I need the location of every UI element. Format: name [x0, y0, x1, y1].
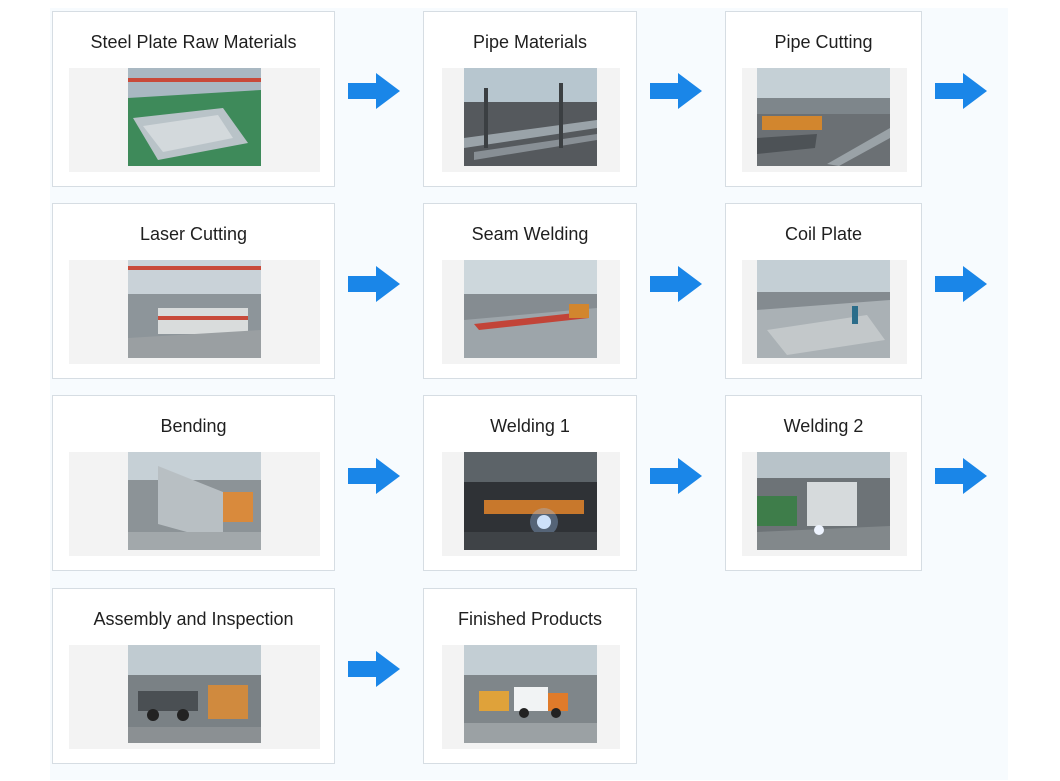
arrow-right-icon: [348, 71, 400, 111]
coil-plate-photo: [757, 260, 890, 358]
photo-frame: [742, 452, 907, 556]
laser-cutting-photo: [128, 260, 261, 358]
arrow-right-icon: [935, 71, 987, 111]
step-title: Seam Welding: [471, 224, 589, 244]
step-title: Pipe Cutting: [774, 32, 873, 52]
arrow-right-icon: [348, 456, 400, 496]
photo-frame: [442, 68, 620, 172]
step-card-pipe-materials: Pipe Materials: [423, 11, 637, 187]
photo-frame: [69, 260, 320, 364]
step-title: Pipe Materials: [472, 32, 588, 52]
arrow-right-icon: [348, 649, 400, 689]
step-title: Welding 2: [783, 416, 864, 436]
photo-frame: [742, 68, 907, 172]
photo-frame: [742, 260, 907, 364]
step-title: Assembly and Inspection: [93, 609, 294, 629]
step-title: Finished Products: [457, 609, 603, 629]
step-card-bending: Bending: [52, 395, 335, 571]
step-card-welding-1: Welding 1: [423, 395, 637, 571]
welding-1-photo: [464, 452, 597, 550]
arrow-right-icon: [650, 264, 702, 304]
photo-frame: [442, 260, 620, 364]
step-card-coil-plate: Coil Plate: [725, 203, 922, 379]
step-title: Welding 1: [490, 416, 570, 436]
arrow-right-icon: [935, 264, 987, 304]
welding-2-photo: [757, 452, 890, 550]
bending-photo: [128, 452, 261, 550]
step-card-steel-plate: Steel Plate Raw Materials: [52, 11, 335, 187]
pipe-materials-photo: [464, 68, 597, 166]
step-card-seam-welding: Seam Welding: [423, 203, 637, 379]
step-card-laser-cutting: Laser Cutting: [52, 203, 335, 379]
step-title: Bending: [160, 416, 227, 436]
step-card-finished-products: Finished Products: [423, 588, 637, 764]
step-card-assembly: Assembly and Inspection: [52, 588, 335, 764]
arrow-right-icon: [348, 264, 400, 304]
arrow-right-icon: [935, 456, 987, 496]
photo-frame: [442, 645, 620, 749]
finished-products-photo: [464, 645, 597, 743]
photo-frame: [442, 452, 620, 556]
arrow-right-icon: [650, 456, 702, 496]
pipe-cutting-photo: [757, 68, 890, 166]
assembly-photo: [128, 645, 261, 743]
arrow-right-icon: [650, 71, 702, 111]
step-title: Coil Plate: [784, 224, 863, 244]
photo-frame: [69, 68, 320, 172]
photo-frame: [69, 645, 320, 749]
step-title: Steel Plate Raw Materials: [90, 32, 297, 52]
steel-plate-photo: [128, 68, 261, 166]
step-card-welding-2: Welding 2: [725, 395, 922, 571]
step-title: Laser Cutting: [139, 224, 248, 244]
seam-welding-photo: [464, 260, 597, 358]
photo-frame: [69, 452, 320, 556]
step-card-pipe-cutting: Pipe Cutting: [725, 11, 922, 187]
